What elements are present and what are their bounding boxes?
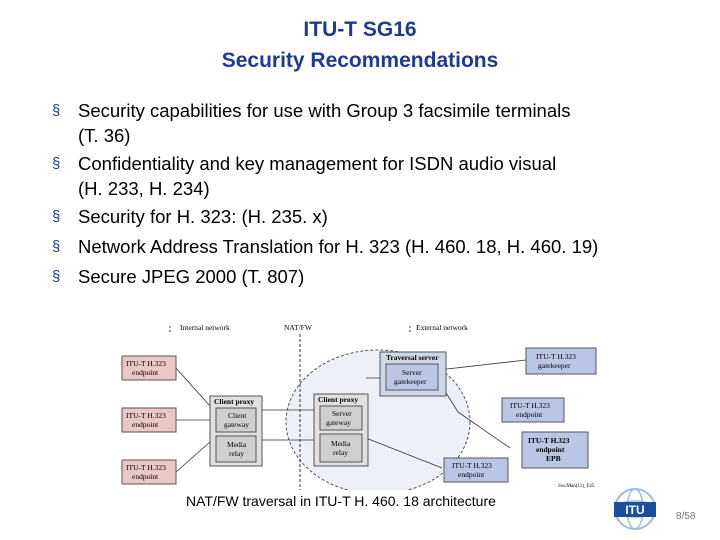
external-endpoint-1 <box>501 397 565 423</box>
internal-endpoint-1 <box>121 355 177 381</box>
title-line-2: Security Recommendations <box>221 49 499 72</box>
bullet-marker-icon: § <box>52 208 61 225</box>
title-line-1: ITU-T SG16 <box>303 18 417 41</box>
internal-endpoint-1-l2: endpoint <box>132 368 159 377</box>
bullet-item: § Confidentiality and key management for… <box>52 149 692 202</box>
bullet-marker-icon: § <box>52 268 61 285</box>
page-number: 8/58 <box>676 511 696 522</box>
links <box>175 359 527 473</box>
media-relay-right-box <box>319 433 363 463</box>
external-network-label: External network <box>416 323 468 332</box>
bullet-marker-icon: § <box>52 102 61 119</box>
client-proxy-right-label: Client proxy <box>318 395 358 404</box>
media-relay-right-l2: relay <box>333 448 348 457</box>
external-endpoint-3-l2: endpoint <box>458 470 485 479</box>
internal-endpoint-1-l1: ITU-T H.323 <box>126 359 166 368</box>
nat-fw-label: NAT/FW <box>284 323 313 332</box>
bullet-marker-icon: § <box>52 238 61 255</box>
internal-endpoint-2 <box>121 407 177 433</box>
bullet-text: Confidentiality and key management for I… <box>78 153 557 174</box>
media-relay-left-l1: Media <box>227 440 247 449</box>
slide-title: ITU-T SG16 Security Recommendations <box>0 14 720 76</box>
bullet-text: Security for H. 323: (H. 235. x) <box>78 206 328 227</box>
itu-logo-icon: ITU <box>614 488 656 530</box>
bullet-item: § Network Address Translation for H. 323… <box>52 232 692 262</box>
media-relay-right-l1: Media <box>331 439 351 448</box>
media-relay-left-l2: relay <box>229 449 244 458</box>
internal-endpoint-3-l1: ITU-T H.323 <box>126 463 166 472</box>
internal-endpoint-2-l2: endpoint <box>132 420 159 429</box>
server-gateway-l1: Server <box>332 409 352 418</box>
bullet-item: § Security for H. 323: (H. 235. x) <box>52 202 692 232</box>
server-gateway-box <box>319 405 363 431</box>
bullet-item: § Security capabilities for use with Gro… <box>52 96 692 149</box>
bullet-list: § Security capabilities for use with Gro… <box>52 96 692 292</box>
bullet-text: Security capabilities for use with Group… <box>78 100 571 121</box>
bullet-item: § Secure JPEG 2000 (T. 807) <box>52 262 692 292</box>
bullet-marker-icon: § <box>52 155 61 172</box>
bullet-subtext: (T. 36) <box>78 125 131 146</box>
server-gatekeeper-l1: Server <box>402 368 422 377</box>
bullet-text: Network Address Translation for H. 323 (… <box>78 236 599 257</box>
source-note: SwcMan(11)_F45 <box>558 484 595 489</box>
internal-endpoint-3-l2: endpoint <box>132 472 159 481</box>
client-gateway-l1: Client <box>228 411 247 420</box>
client-gateway-box <box>215 407 257 433</box>
external-endpoint-3 <box>443 457 509 483</box>
external-gatekeeper-l2: gatekeeper <box>538 361 571 370</box>
external-endpoint-b-l3: EPB <box>546 454 561 463</box>
diagram-caption: NAT/FW traversal in ITU-T H. 460. 18 arc… <box>186 493 496 509</box>
traversal-server-label: Traversal server <box>386 353 439 362</box>
server-gatekeeper-l2: gatekeeper <box>394 377 427 386</box>
media-relay-left-box <box>215 435 257 463</box>
itu-logo-text: ITU <box>625 503 644 517</box>
server-gatekeeper-box <box>385 363 439 391</box>
external-endpoint-b-l2: endpoint <box>536 445 565 454</box>
client-proxy-left-label: Client proxy <box>214 397 254 406</box>
external-endpoint-1-l2: endpoint <box>516 410 543 419</box>
bullet-text: Secure JPEG 2000 (T. 807) <box>78 266 305 287</box>
nat-fw-traversal-diagram: Internal network NAT/FW External network… <box>121 323 597 490</box>
external-gatekeeper-l1: ITU-T H.323 <box>536 352 576 361</box>
internal-network-label: Internal network <box>180 323 230 332</box>
external-endpoint-3-l1: ITU-T H.323 <box>452 461 492 470</box>
external-endpoint-b <box>521 431 589 469</box>
client-gateway-l2: gateway <box>224 420 249 429</box>
bullet-subtext: (H. 233, H. 234) <box>78 178 210 199</box>
external-endpoint-1-l1: ITU-T H.323 <box>510 401 550 410</box>
internal-endpoint-2-l1: ITU-T H.323 <box>126 411 166 420</box>
external-endpoint-b-l1: ITU-T H.323 <box>528 436 570 445</box>
server-gateway-l2: gateway <box>326 418 351 427</box>
external-gatekeeper <box>525 347 597 375</box>
internal-endpoint-3 <box>121 459 177 485</box>
